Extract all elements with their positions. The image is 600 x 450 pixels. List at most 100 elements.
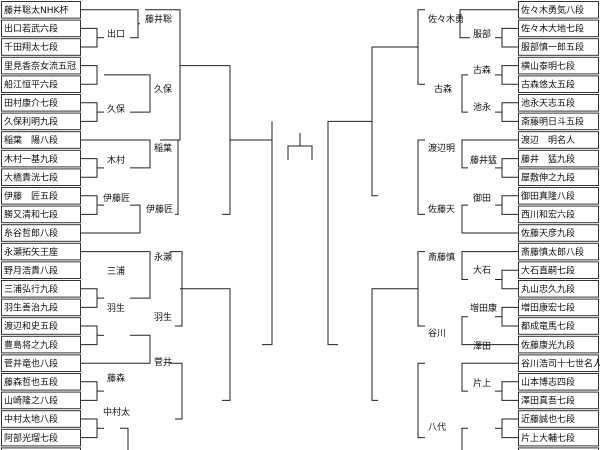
left-player-1: 出口若武六段 bbox=[1, 19, 81, 38]
right-player-20: 山本博志四段 bbox=[518, 373, 599, 391]
player-box bbox=[518, 131, 599, 149]
player-name: 近藤誠也七段 bbox=[521, 413, 575, 425]
left-player-6: 久保利明九段 bbox=[1, 112, 81, 131]
left-player-0: 藤井聡太NHK杯 bbox=[1, 1, 81, 19]
player-box bbox=[1, 280, 81, 298]
player-name: 渡辺 明名人 bbox=[521, 134, 575, 146]
left-player-16: 羽生善治九段 bbox=[1, 298, 81, 317]
left-player-4: 船江恒平六段 bbox=[1, 75, 81, 94]
right-r4-connector bbox=[371, 46, 418, 197]
player-name: 藤森哲也五段 bbox=[4, 376, 58, 388]
right-r1-connector bbox=[501, 158, 518, 178]
left-result-r2-3: 伊藤匠 bbox=[146, 203, 173, 215]
left-r1-connector bbox=[81, 418, 98, 439]
player-name: 藤井 猛九段 bbox=[521, 153, 575, 165]
player-name: 三浦弘行九段 bbox=[4, 283, 58, 295]
player-name: 斎藤慎太郎八段 bbox=[521, 246, 584, 258]
right-player-5: 池永天志五段 bbox=[518, 94, 599, 112]
player-name: 澤田真吾七段 bbox=[521, 395, 575, 407]
player-name: 野月浩貴八段 bbox=[4, 264, 58, 276]
player-name: 伊藤 匠五段 bbox=[4, 190, 58, 202]
right-result-r1-1: 古森 bbox=[473, 64, 491, 76]
left-player-14: 野月浩貴八段 bbox=[1, 261, 81, 279]
left-r1-connector bbox=[81, 195, 98, 215]
right-r4-connector bbox=[371, 288, 418, 401]
right-player-8: 藤井 猛九段 bbox=[518, 149, 599, 168]
left-player-17: 渡辺和史五段 bbox=[1, 317, 81, 335]
player-box bbox=[518, 261, 599, 279]
left-player-21: 山崎隆之八段 bbox=[1, 391, 81, 410]
player-box bbox=[518, 242, 599, 261]
right-r3-connector bbox=[417, 251, 425, 327]
right-player-3: 横山泰明七段 bbox=[518, 56, 599, 75]
right-r2-connector bbox=[461, 139, 518, 169]
player-box bbox=[518, 280, 599, 298]
right-player-11: 西川和宏六段 bbox=[518, 205, 599, 224]
left-r3-connector bbox=[160, 139, 179, 215]
player-box bbox=[518, 149, 599, 168]
player-box bbox=[1, 56, 81, 75]
right-player-0: 佐々木勇気八段 bbox=[518, 1, 599, 19]
player-name: 都成竜馬七段 bbox=[521, 320, 575, 332]
player-name: 西川和宏六段 bbox=[521, 209, 575, 221]
player-name: 古森悠太五段 bbox=[521, 78, 575, 90]
right-player-list: 佐々木勇気八段佐々木大地七段服部慎一郎五段横山泰明七段古森悠太五段池永天志五段斎… bbox=[518, 1, 600, 450]
left-player-11: 勝又清和七段 bbox=[1, 205, 81, 224]
left-r2-connector bbox=[104, 74, 151, 113]
player-name: 田村康介七段 bbox=[4, 97, 58, 109]
right-player-2: 服部慎一郎五段 bbox=[518, 38, 599, 56]
player-name: 糸谷哲郎八段 bbox=[4, 227, 58, 239]
left-player-23: 阿部光瑠七段 bbox=[1, 428, 81, 447]
player-box bbox=[1, 261, 81, 279]
player-name: 木村一基九段 bbox=[4, 153, 58, 165]
player-box bbox=[1, 112, 81, 131]
player-box bbox=[518, 317, 599, 335]
left-result-r1-3: 伊藤匠 bbox=[103, 192, 130, 204]
left-result-r2-6: 菅井 bbox=[154, 356, 172, 368]
left-result-r1-5: 羽生 bbox=[107, 302, 125, 314]
player-name: 丸山忠久九段 bbox=[521, 283, 575, 295]
left-player-10: 伊藤 匠五段 bbox=[1, 187, 81, 205]
right-player-19: 谷川浩司十七世名人 bbox=[518, 354, 600, 372]
left-player-7: 稲葉 陽八段 bbox=[1, 131, 81, 149]
player-name: 阿部光瑠七段 bbox=[4, 432, 58, 444]
left-player-19: 菅井竜也八段 bbox=[1, 354, 81, 372]
right-player-4: 古森悠太五段 bbox=[518, 75, 599, 94]
right-r2-connector bbox=[459, 9, 518, 39]
player-box bbox=[518, 75, 599, 94]
player-box bbox=[1, 19, 81, 38]
right-player-17: 都成竜馬七段 bbox=[518, 317, 599, 335]
left-r2-connector bbox=[81, 139, 151, 169]
right-player-10: 御田真隆八段 bbox=[518, 187, 599, 205]
player-box bbox=[1, 131, 81, 149]
left-result-r2-4: 永瀬 bbox=[154, 251, 172, 263]
right-r1-connector bbox=[501, 195, 518, 215]
right-r3-connector bbox=[417, 362, 425, 439]
left-r4-connector bbox=[180, 65, 231, 215]
bracket-lines bbox=[81, 9, 518, 450]
left-player-22: 中村太地八段 bbox=[1, 410, 81, 428]
right-r3-connector bbox=[417, 9, 425, 85]
player-name: 佐々木勇気八段 bbox=[521, 4, 584, 16]
right-result-r1-2: 池永 bbox=[473, 101, 491, 113]
player-box bbox=[518, 298, 599, 317]
final-connector bbox=[287, 145, 313, 160]
player-name: 出口若武六段 bbox=[4, 23, 58, 35]
right-result-r2-4: 斎藤慎 bbox=[428, 251, 455, 263]
player-name: 横山泰明七段 bbox=[521, 60, 575, 72]
right-result-r2-2: 渡辺明 bbox=[428, 142, 455, 154]
right-r2-connector bbox=[461, 74, 468, 113]
player-box bbox=[1, 354, 81, 372]
right-player-12: 佐藤天彦九段 bbox=[518, 224, 599, 242]
left-r1-connector bbox=[81, 65, 98, 85]
player-name: 谷川浩司十七世名人 bbox=[521, 357, 600, 369]
player-box bbox=[1, 168, 81, 186]
left-result-r2-2: 稲葉 bbox=[154, 142, 172, 154]
left-player-24: 広瀬章人八段 bbox=[1, 447, 81, 450]
left-r2-connector bbox=[81, 334, 151, 364]
player-name: 増田康宏七段 bbox=[521, 302, 575, 314]
player-box bbox=[1, 38, 81, 56]
player-name: 藤井聡太NHK杯 bbox=[4, 4, 68, 16]
right-r2-connector bbox=[461, 251, 518, 280]
